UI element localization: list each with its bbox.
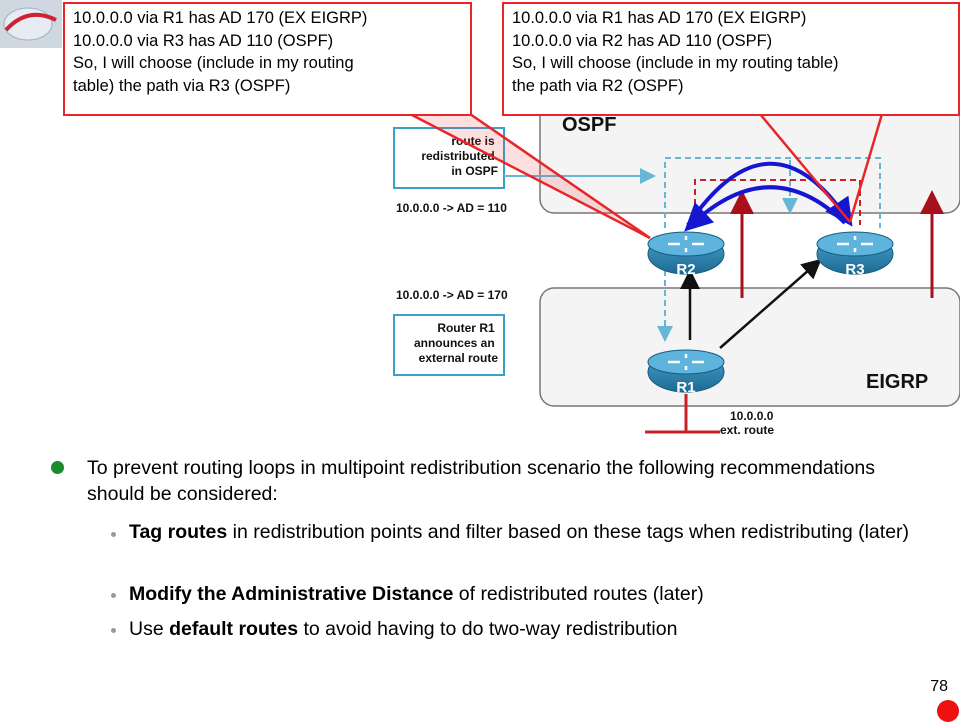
note-bottom-line-1: Router R1 [437, 321, 495, 335]
svg-text:route is redistributed: route is redistributed in OSPF [421, 134, 498, 178]
callout-right-pointer-2 [848, 113, 884, 223]
sub-bullet-3-rest: to avoid having to do two-way redistribu… [298, 618, 678, 640]
sub-bullet-1: Tag routes in redistribution points and … [129, 519, 929, 545]
redistributed-note [393, 127, 505, 189]
sub-bullet-3: Use default routes to avoid having to do… [129, 616, 929, 642]
router-r2-icon: R2 [647, 231, 725, 278]
callout-left-line-3: So, I will choose (include in my routing [73, 54, 354, 72]
eigrp-area [539, 287, 960, 407]
sub-bullet-1-icon [111, 532, 116, 537]
ad-170-label: 10.0.0.0 -> AD = 170 [396, 288, 508, 302]
note-bottom-line-2: announces an [414, 336, 495, 350]
note-top-line-1: route is [451, 134, 495, 148]
sub-bullet-2: Modify the Administrative Distance of re… [129, 581, 929, 607]
sub-bullet-1-rest: in redistribution points and filter base… [227, 521, 910, 543]
callout-right-pointer-1 [759, 113, 851, 223]
sub-bullet-2-bold: Modify the Administrative Distance [129, 583, 454, 605]
sub-bullet-3-bold: default routes [169, 618, 299, 640]
main-bullet-icon [51, 461, 64, 474]
callout-right-line-4: the path via R2 (OSPF) [512, 76, 684, 95]
sub-bullet-2-rest: of redistributed routes (later) [453, 583, 704, 605]
external-route-note [393, 314, 505, 376]
sub-bullet-3-icon [111, 628, 116, 633]
callout-left-line-2: 10.0.0.0 via R3 has AD 110 (OSPF) [73, 31, 334, 50]
svg-text:10.0.0.0 ext. route: 10.0.0.0 ext. route [720, 409, 777, 437]
callout-right: 10.0.0.0 via R1 has AD 170 (EX EIGRP) 10… [502, 2, 960, 116]
ad-110-label: 10.0.0.0 -> AD = 110 [396, 201, 507, 215]
page-number: 78 [930, 678, 948, 695]
router-r3-icon: R3 [816, 231, 894, 278]
callout-left-line-4: table) the path via R3 (OSPF) [73, 76, 291, 95]
redistribution-diagram: OSPF EIGRP route is redistributed in OSP… [393, 94, 960, 437]
ospf-label: OSPF [562, 114, 616, 136]
router-r2-label: R2 [676, 261, 695, 278]
sub-bullet-3-pre: Use [129, 618, 170, 640]
note-top-line-2: redistributed [421, 149, 494, 163]
router-r3-label: R3 [845, 261, 864, 278]
callout-right-line-1: 10.0.0.0 via R1 has AD 170 (EX EIGRP) [512, 9, 807, 27]
record-indicator-icon [937, 700, 959, 722]
callout-right-line-3: So, I will choose (include in my routing… [512, 54, 839, 72]
note-bottom-line-3: external route [419, 351, 499, 365]
svg-text:Router R1 announces an: Router R1 announces an external route [414, 321, 498, 365]
ext-route-line-2: ext. route [720, 423, 774, 437]
callout-right-line-2: 10.0.0.0 via R2 has AD 110 (OSPF) [512, 31, 773, 50]
callout-left-line-1: 10.0.0.0 via R1 has AD 170 (EX EIGRP) [73, 9, 368, 27]
note-top-line-3: in OSPF [451, 164, 498, 178]
main-bullet-text: To prevent routing loops in multipoint r… [87, 457, 876, 505]
sub-bullet-1-bold: Tag routes [129, 521, 228, 543]
loop-arrow-lower [684, 185, 847, 232]
logo-image [0, 0, 62, 48]
sub-bullet-2-icon [111, 593, 116, 598]
router-r1-label: R1 [676, 379, 695, 396]
r1-to-r3-arrow [719, 258, 822, 349]
ospf-flow-dashed [664, 157, 881, 228]
ext-route-line-1: 10.0.0.0 [730, 409, 774, 423]
callout-left: 10.0.0.0 via R1 has AD 170 (EX EIGRP) 10… [63, 2, 472, 116]
eigrp-label: EIGRP [866, 371, 928, 393]
router-r1-icon: R1 [647, 349, 725, 396]
